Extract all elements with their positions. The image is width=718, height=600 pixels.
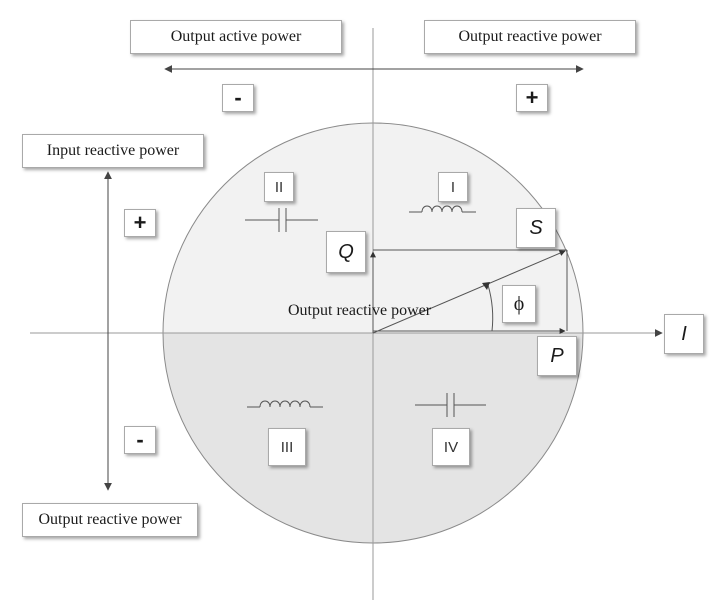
- phi-angle-label: ϕ: [502, 285, 536, 323]
- output-reactive-power-text-bottom: Output reactive power: [38, 511, 182, 528]
- phi-angle-arc: [487, 284, 494, 332]
- p-vector-label: P: [537, 336, 577, 376]
- s-vector-text: S: [529, 216, 543, 239]
- output-reactive-power-label-top: Output reactive power: [424, 20, 636, 54]
- quadrant-ii-text: II: [274, 178, 284, 196]
- q-vector-text: Q: [338, 240, 354, 263]
- quadrant-i-label: I: [438, 172, 468, 202]
- quadrant-i-text: I: [450, 178, 456, 196]
- output-active-power-label: Output active power: [130, 20, 342, 54]
- output-reactive-power-label-bottom: Output reactive power: [22, 503, 198, 537]
- input-reactive-power-text: Input reactive power: [46, 142, 180, 159]
- input-reactive-power-label: Input reactive power: [22, 134, 204, 168]
- negative-sign-vertical: -: [124, 426, 156, 454]
- quadrant-iii-text: III: [280, 438, 294, 456]
- positive-sign-horizontal: +: [516, 84, 548, 112]
- p-vector-text: P: [550, 344, 564, 367]
- phi-angle-text: ϕ: [513, 292, 525, 315]
- positive-sign-vertical-text: +: [133, 210, 147, 235]
- output-reactive-power-text-top: Output reactive power: [458, 28, 602, 45]
- negative-sign-vertical-text: -: [136, 427, 144, 452]
- inductor-icon: [409, 205, 476, 213]
- capacitor-icon: [245, 208, 318, 232]
- negative-sign-horizontal-text: -: [234, 85, 242, 110]
- positive-sign-horizontal-text: +: [525, 85, 539, 110]
- inductor-icon: [247, 400, 323, 408]
- positive-sign-vertical: +: [124, 209, 156, 237]
- s-vector: [372, 250, 566, 334]
- quadrant-iv-label: IV: [432, 428, 470, 466]
- current-axis-text: I: [681, 322, 687, 345]
- output-active-power-text: Output active power: [170, 28, 302, 45]
- s-vector-label: S: [516, 208, 556, 248]
- phi-arc-arrowhead: [482, 282, 490, 290]
- current-axis-label: I: [664, 314, 704, 354]
- quadrant-iv-text: IV: [443, 438, 459, 456]
- quadrant-iii-label: III: [268, 428, 306, 466]
- quadrant-ii-label: II: [264, 172, 294, 202]
- q-vector-label: Q: [326, 231, 366, 273]
- capacitor-icon: [415, 393, 486, 417]
- center-output-reactive-power-label: Output reactive power: [288, 302, 432, 319]
- negative-sign-horizontal: -: [222, 84, 254, 112]
